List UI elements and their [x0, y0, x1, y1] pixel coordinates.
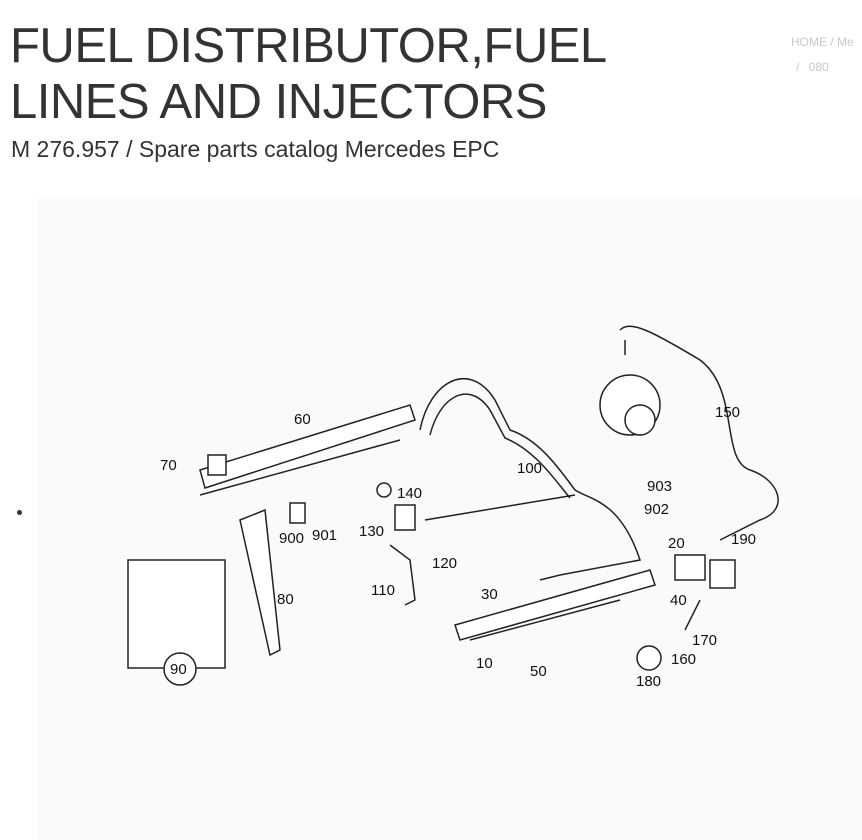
- callout-160: 160: [671, 651, 696, 668]
- breadcrumb-separator: /: [796, 60, 800, 74]
- callout-90: 90: [170, 661, 187, 678]
- callout-900: 900: [279, 530, 304, 547]
- callout-100: 100: [517, 460, 542, 477]
- callout-130: 130: [359, 523, 384, 540]
- callout-70: 70: [160, 457, 177, 474]
- callout-50: 50: [530, 663, 547, 680]
- list-bullet: [17, 510, 22, 515]
- breadcrumb-separator: /: [830, 35, 834, 49]
- breadcrumb-current: 080: [808, 60, 829, 74]
- callout-902: 902: [644, 501, 669, 518]
- callout-180: 180: [636, 673, 661, 690]
- callout-40: 40: [670, 592, 687, 609]
- callout-120: 120: [432, 555, 457, 572]
- breadcrumb-line2: / 080: [796, 60, 829, 74]
- callout-30: 30: [481, 586, 498, 603]
- breadcrumb-item[interactable]: Me: [837, 35, 854, 49]
- callout-150: 150: [715, 404, 740, 421]
- callout-903: 903: [647, 478, 672, 495]
- parts-diagram-drawing: 60 70 100 150 140 130 903 902 900 901 20…: [127, 325, 779, 690]
- callout-60: 60: [294, 411, 311, 428]
- callout-20: 20: [668, 535, 685, 552]
- callout-110: 110: [371, 582, 395, 599]
- callout-901: 901: [312, 527, 337, 544]
- page-title: FUEL DISTRIBUTOR,FUEL LINES AND INJECTOR…: [10, 19, 605, 129]
- callout-190: 190: [731, 531, 756, 548]
- callout-140: 140: [397, 485, 422, 502]
- callout-10: 10: [476, 655, 493, 672]
- page-subtitle: M 276.957 / Spare parts catalog Mercedes…: [11, 136, 500, 162]
- callout-170: 170: [692, 632, 717, 649]
- breadcrumb: HOME / Me: [791, 35, 854, 49]
- callout-80: 80: [277, 591, 294, 608]
- breadcrumb-home[interactable]: HOME: [791, 35, 827, 49]
- parts-diagram: 60 70 100 150 140 130 903 902 900 901 20…: [37, 197, 862, 840]
- callout-labels: 60 70 100 150 140 130 903 902 900 901 20…: [160, 404, 756, 690]
